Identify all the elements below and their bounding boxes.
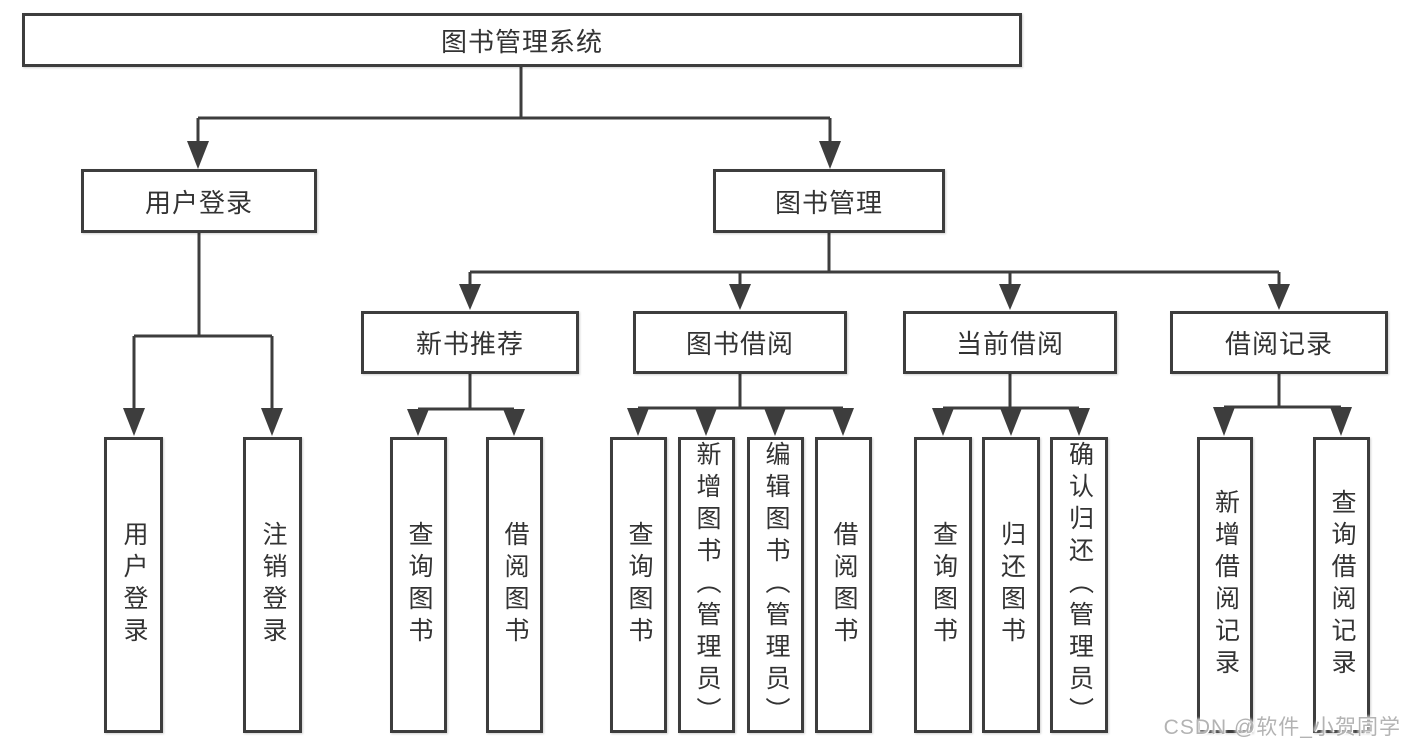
node-book-mgmt-label: 图书管理 <box>774 187 883 218</box>
node-new-book-rec: 新书推荐 <box>361 311 579 374</box>
connector-current-borrow-to-leaves <box>932 374 1090 436</box>
node-leaf-cb-confirm-return-admin: 确认归还（管理员） <box>1050 437 1108 733</box>
node-leaf-bb-edit-books-admin-label: 编辑图书（管理员） <box>762 441 790 729</box>
connector-user-login-to-leaves <box>123 233 283 436</box>
node-leaf-nb-query-books: 查询图书 <box>390 437 447 733</box>
node-leaf-cb-return-books-label: 归还图书 <box>997 521 1026 649</box>
node-leaf-user-login: 用户登录 <box>104 437 163 733</box>
node-leaf-bb-edit-books-admin: 编辑图书（管理员） <box>747 437 804 733</box>
node-leaf-nb-borrow-books-label: 借阅图书 <box>501 521 529 649</box>
node-leaf-nb-borrow-books: 借阅图书 <box>486 437 543 733</box>
node-leaf-logout: 注销登录 <box>243 437 302 733</box>
node-borrow-records: 借阅记录 <box>1170 311 1388 374</box>
node-leaf-br-add-record-label: 新增借阅记录 <box>1211 489 1240 681</box>
node-book-borrow-label: 图书借阅 <box>685 329 794 359</box>
node-leaf-bb-add-books-admin-label: 新增图书（管理员） <box>693 441 721 729</box>
node-leaf-user-login-label: 用户登录 <box>120 521 148 649</box>
node-leaf-cb-return-books: 归还图书 <box>982 437 1040 733</box>
node-leaf-br-query-record-label: 查询借阅记录 <box>1328 489 1356 681</box>
node-leaf-cb-query-books: 查询图书 <box>914 437 972 733</box>
node-root-system-label: 图书管理系统 <box>440 26 603 57</box>
node-leaf-nb-query-books-label: 查询图书 <box>405 521 433 649</box>
connector-new-book-rec-to-leaves <box>407 374 525 436</box>
node-leaf-br-query-record: 查询借阅记录 <box>1313 437 1370 733</box>
connector-root-to-level2 <box>187 67 841 169</box>
node-borrow-records-label: 借阅记录 <box>1224 329 1333 359</box>
connector-book-mgmt-to-level3 <box>459 233 1290 310</box>
node-leaf-cb-query-books-label: 查询图书 <box>929 521 958 649</box>
node-current-borrow-label: 当前借阅 <box>955 329 1064 359</box>
node-leaf-bb-borrow-books-label: 借阅图书 <box>830 521 858 649</box>
csdn-watermark: CSDN @软件_小贺同学 <box>1163 716 1401 739</box>
node-leaf-bb-query-books: 查询图书 <box>610 437 667 733</box>
node-leaf-br-add-record: 新增借阅记录 <box>1197 437 1253 733</box>
connector-borrow-records-to-leaves <box>1213 374 1352 436</box>
node-leaf-bb-borrow-books: 借阅图书 <box>815 437 872 733</box>
node-leaf-bb-add-books-admin: 新增图书（管理员） <box>678 437 735 733</box>
node-book-borrow: 图书借阅 <box>633 311 847 374</box>
node-user-login: 用户登录 <box>81 169 317 233</box>
node-leaf-cb-confirm-return-admin-label: 确认归还（管理员） <box>1065 441 1094 729</box>
node-current-borrow: 当前借阅 <box>903 311 1117 374</box>
node-leaf-logout-label: 注销登录 <box>259 521 287 649</box>
node-user-login-label: 用户登录 <box>144 187 253 218</box>
node-book-mgmt: 图书管理 <box>713 169 945 233</box>
node-leaf-bb-query-books-label: 查询图书 <box>625 521 653 649</box>
connector-book-borrow-to-leaves <box>627 374 854 436</box>
node-new-book-rec-label: 新书推荐 <box>415 329 524 359</box>
node-root-system: 图书管理系统 <box>22 13 1022 67</box>
